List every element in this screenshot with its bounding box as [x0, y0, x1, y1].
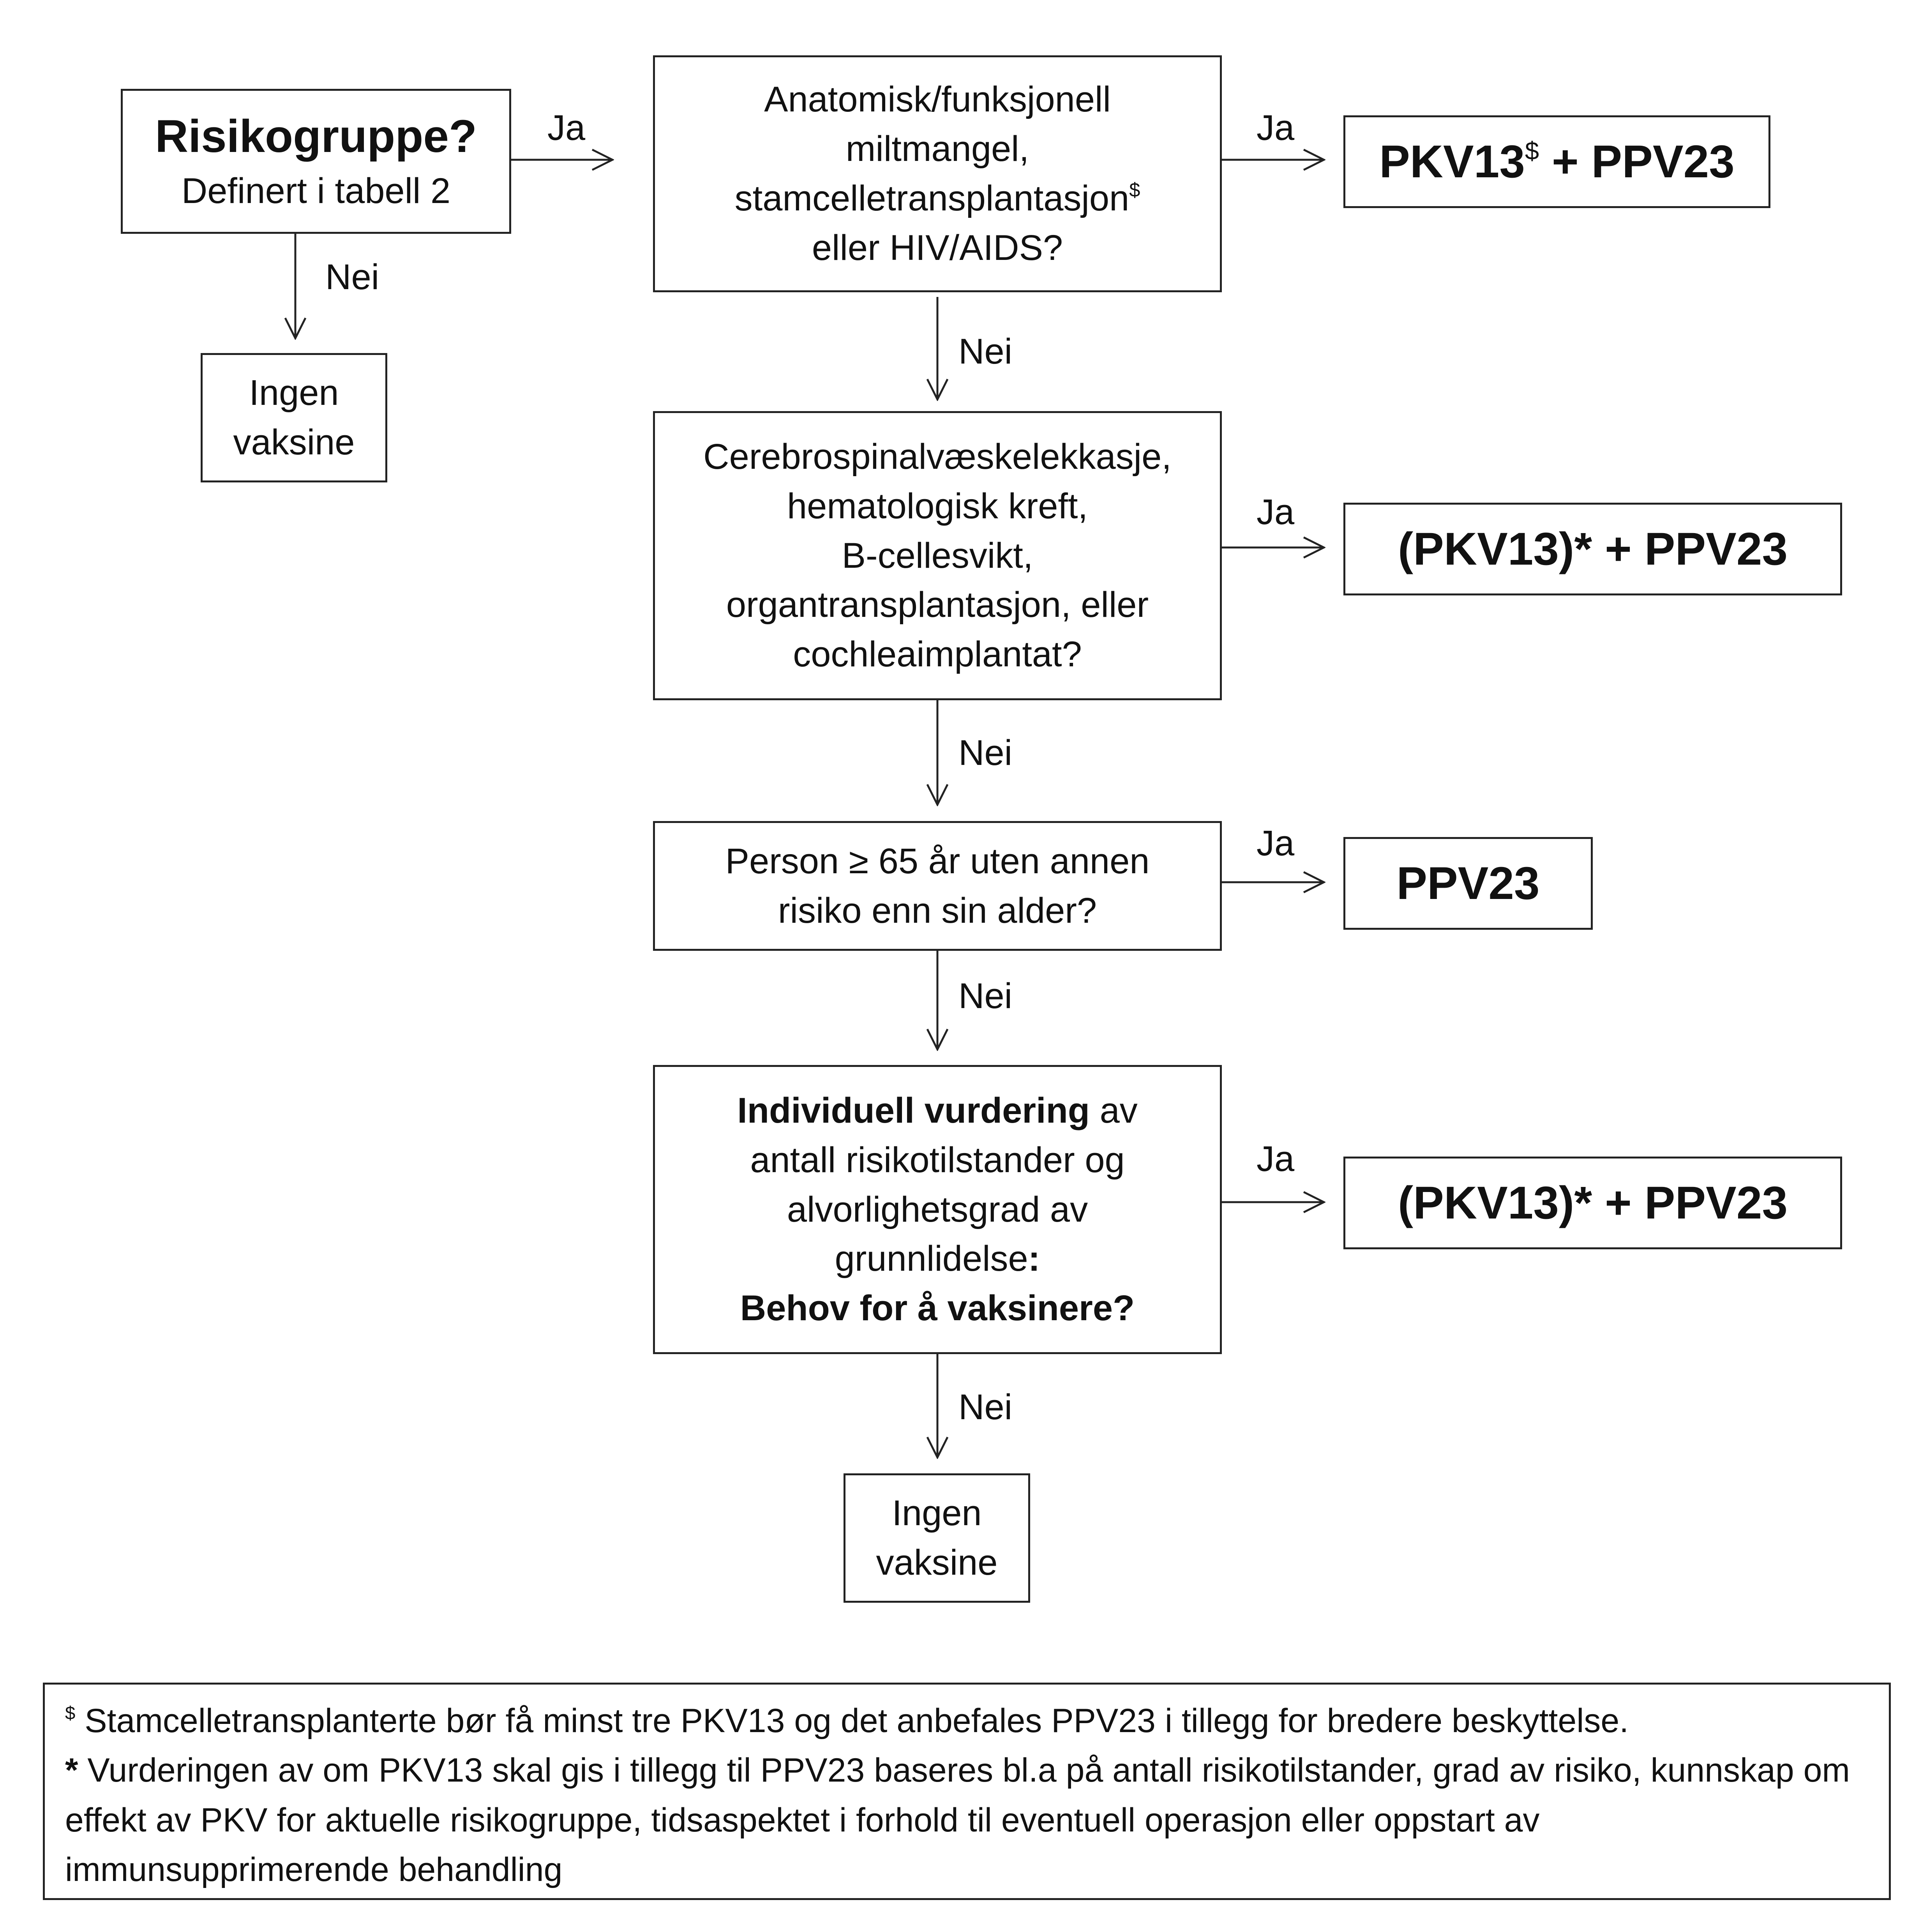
label-no-risk: Nei	[325, 257, 379, 297]
footnote-dollar-marker: $	[65, 1702, 76, 1724]
individual-need-question: Behov for å vaksinere?	[740, 1288, 1135, 1328]
spleen-line-3-text: stamcelletransplantasjon	[734, 178, 1130, 218]
outcome-no-vaccine-2: Ingen vaksine	[844, 1473, 1030, 1603]
no-vaccine-2-line-1: Ingen	[892, 1493, 982, 1533]
individual-line-3: alvorlighetsgrad av	[787, 1189, 1088, 1229]
result-2-text: (PKV13)* + PPV23	[1398, 523, 1788, 575]
no-vaccine-2-line-2: vaksine	[876, 1543, 998, 1582]
result-1-dollar-marker: $	[1525, 136, 1539, 165]
label-no-spleen: Nei	[958, 332, 1013, 371]
footnote-dollar: $ Stamcelletransplanterte bør få minst t…	[65, 1696, 1869, 1746]
result-optional-pkv13-ppv23-2: (PKV13)* + PPV23	[1343, 1157, 1842, 1249]
label-yes-spleen: Ja	[1257, 108, 1295, 148]
label-no-individual: Nei	[958, 1387, 1013, 1427]
spleen-line-1: Anatomisk/funksjonell	[764, 79, 1111, 120]
individual-line-1-rest: av	[1090, 1090, 1138, 1130]
age-line-1: Person ≥ 65 år uten annen	[725, 841, 1150, 881]
label-yes-csf: Ja	[1257, 492, 1295, 532]
result-1-post: + PPV23	[1539, 136, 1735, 187]
csf-line-2: hematologisk kreft,	[787, 486, 1088, 526]
csf-line-5: cochleaimplantat?	[793, 634, 1082, 675]
label-no-csf: Nei	[958, 733, 1013, 773]
label-no-age: Nei	[958, 976, 1013, 1016]
decision-individual-assessment: Individuell vurdering av antall risikoti…	[653, 1065, 1222, 1354]
decision-age-65: Person ≥ 65 år uten annen risiko enn sin…	[653, 821, 1222, 951]
decision-spleen-stemcell-hiv: Anatomisk/funksjonell miltmangel, stamce…	[653, 55, 1222, 292]
outcome-no-vaccine-1: Ingen vaksine	[201, 353, 387, 482]
individual-bold-heading: Individuell vurdering	[737, 1090, 1090, 1130]
footnote-star-text: Vurderingen av om PKV13 skal gis i tille…	[65, 1752, 1850, 1888]
spleen-line-4: eller HIV/AIDS?	[812, 228, 1063, 268]
risk-group-subtitle: Definert i tabell 2	[181, 171, 451, 211]
result-1-pre: PKV13	[1379, 136, 1525, 187]
csf-line-3: B-cellesvikt,	[842, 535, 1033, 576]
footnote-box: $ Stamcelletransplanterte bør få minst t…	[43, 1683, 1891, 1900]
footnote-star-marker: *	[65, 1752, 78, 1789]
decision-risk-group: Risikogruppe? Definert i tabell 2	[121, 89, 511, 234]
label-yes-age: Ja	[1257, 823, 1295, 863]
result-ppv23: PPV23	[1343, 837, 1593, 930]
spleen-line-3: stamcelletransplantasjon$	[735, 174, 1140, 223]
individual-line-2: antall risikotilstander og	[750, 1140, 1125, 1180]
no-vaccine-1-line-2: vaksine	[233, 422, 355, 462]
individual-line-4: grunnlidelse:	[835, 1234, 1040, 1284]
individual-line-1: Individuell vurdering av	[737, 1086, 1138, 1136]
spleen-dollar-marker: $	[1129, 178, 1140, 201]
csf-line-4: organtransplantasjon, eller	[726, 585, 1149, 625]
result-optional-pkv13-ppv23-1: (PKV13)* + PPV23	[1343, 503, 1842, 595]
result-4-text: (PKV13)* + PPV23	[1398, 1177, 1788, 1229]
individual-line-4-text: grunnlidelse	[835, 1239, 1028, 1279]
result-pkv13-ppv23: PKV13$ + PPV23	[1343, 115, 1770, 208]
risk-group-title: Risikogruppe?	[155, 110, 477, 162]
decision-csf-cancer-transplant: Cerebrospinalvæskelekkasje, hematologisk…	[653, 411, 1222, 700]
csf-line-1: Cerebrospinalvæskelekkasje,	[703, 436, 1172, 477]
label-yes-risk: Ja	[547, 108, 586, 148]
result-3-text: PPV23	[1396, 857, 1540, 909]
footnote-dollar-text: Stamcelletransplanterte bør få minst tre…	[75, 1702, 1629, 1740]
spleen-line-2: miltmangel,	[845, 129, 1029, 169]
footnote-star: * Vurderingen av om PKV13 skal gis i til…	[65, 1746, 1869, 1895]
individual-colon: :	[1028, 1239, 1040, 1279]
result-1-text: PKV13$ + PPV23	[1379, 130, 1735, 194]
label-yes-individual: Ja	[1257, 1139, 1295, 1179]
no-vaccine-1-line-1: Ingen	[249, 373, 339, 413]
age-line-2: risiko enn sin alder?	[778, 890, 1097, 931]
